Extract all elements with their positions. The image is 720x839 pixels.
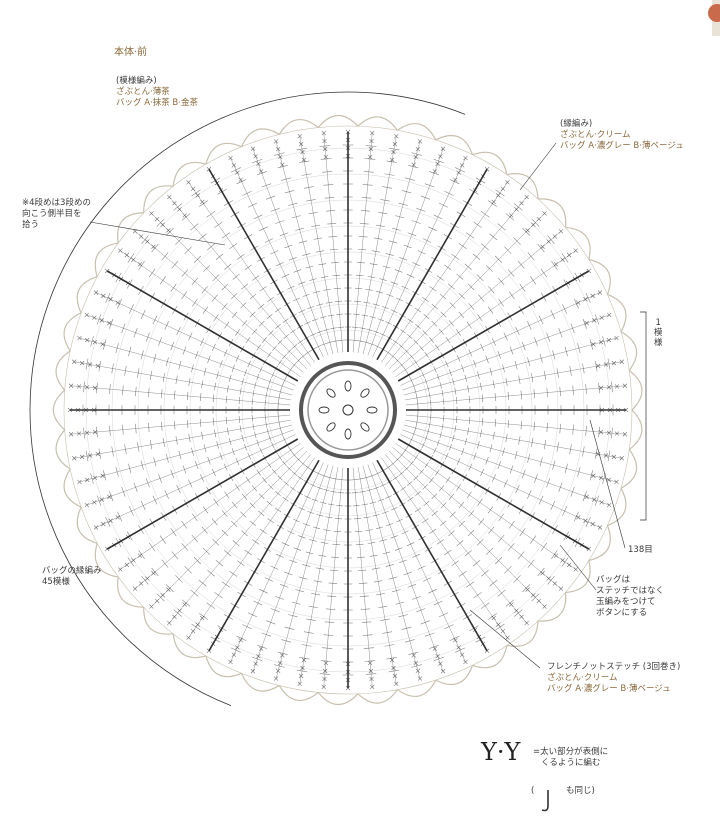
bag-edge-label: バッグの縁編み 45模様 — [42, 566, 102, 588]
bag-note-line4: ボタンにする — [596, 608, 648, 618]
one-repeat-label: 1 模 様 — [654, 318, 663, 348]
stitch-count-label: 138目 — [628, 545, 653, 555]
center-ring-icon — [299, 361, 397, 459]
leader-lines — [89, 142, 626, 669]
repeat-arcs — [29, 91, 647, 707]
bag-note-line1: バッグは — [596, 575, 631, 585]
bag-edge-line2: 45模様 — [42, 577, 70, 587]
legend-line2: くるように編む — [541, 758, 601, 768]
pattern-line2: バッグ A·抹茶 B·金茶 — [116, 98, 198, 108]
pattern-label: (模様編み) ざぶとん·薄茶 バッグ A·抹茶 B·金茶 — [116, 76, 198, 109]
edge-line2: バッグ A·濃グレー B·薄ベージュ — [560, 141, 684, 151]
edge-scallops — [52, 114, 643, 706]
legend-same-note: も同じ) — [566, 786, 595, 796]
one-repeat-line3: 様 — [654, 338, 663, 348]
row4-note-line3: 拾う — [22, 220, 40, 230]
edge-heading: (縁編み) — [560, 119, 593, 129]
edge-label: (縁編み) ざぶとん·クリーム バッグ A·濃グレー B·薄ベージュ — [560, 119, 684, 152]
french-knot-label: フレンチノットステッチ (3回巻き) ざぶとん·クリーム バッグ A·濃グレー … — [547, 662, 680, 695]
legend-same-open: ( — [531, 786, 535, 796]
french-knot-line1: ざぶとん·クリーム — [547, 673, 618, 683]
page-edge-dot-icon — [708, 4, 720, 22]
pattern-line1: ざぶとん·薄茶 — [116, 87, 170, 97]
row4-note-line1: ※4段めは3段めの — [22, 198, 91, 208]
french-knot-heading: フレンチノットステッチ (3回巻き) — [547, 662, 681, 672]
pattern-heading: (模様編み) — [116, 76, 157, 86]
legend-symbol: Y·Y — [481, 738, 521, 766]
one-repeat-line2: 模 — [654, 328, 663, 338]
stitch-symbol-icon — [541, 790, 549, 812]
stitch-rays — [67, 129, 629, 691]
french-knot-line2: バッグ A·濃グレー B·薄ベージュ — [547, 684, 671, 694]
edge-line1: ざぶとん·クリーム — [560, 130, 631, 140]
bag-note-line2: ステッチではなく — [596, 586, 665, 596]
one-repeat-line1: 1 — [655, 318, 661, 328]
row4-note: ※4段めは3段めの 向こう側半目を 拾う — [22, 198, 91, 231]
bag-edge-line1: バッグの縁編み — [42, 566, 102, 576]
page-title: 本体·前 — [114, 47, 148, 58]
bag-note-line3: 玉編みをつけて — [596, 597, 656, 607]
legend-line1: =太い部分が表側に — [533, 747, 609, 757]
row4-note-line2: 向こう側半目を — [22, 209, 82, 219]
legend-text: =太い部分が表側に くるように編む — [533, 747, 608, 769]
bag-note: バッグは ステッチではなく 玉編みをつけて ボタンにする — [596, 575, 664, 619]
